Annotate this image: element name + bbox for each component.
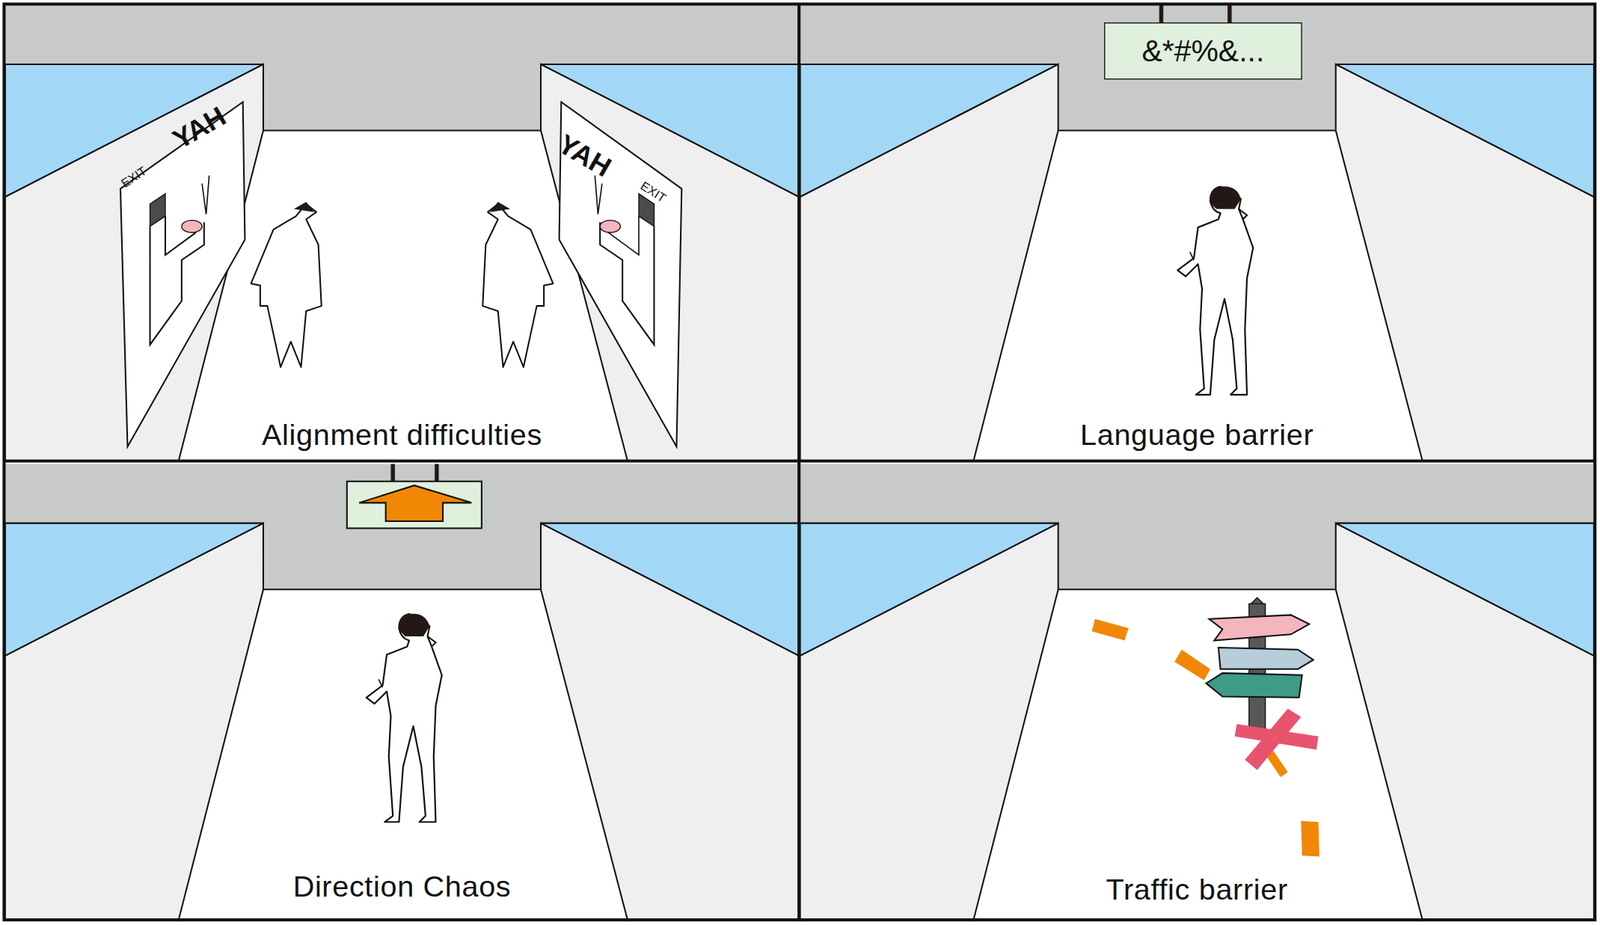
map-note: EXIT — [118, 163, 150, 191]
map-note: EXIT — [638, 178, 669, 206]
map-board: YAH EXIT — [552, 100, 690, 453]
panel-caption: Traffic barrier — [1106, 872, 1289, 907]
map-board: YAH EXIT — [114, 100, 253, 453]
panel-caption: Direction Chaos — [293, 869, 512, 904]
panel-caption: Language barrier — [1080, 417, 1314, 452]
map-heading: YAH — [552, 128, 617, 185]
panel-caption: Alignment difficulties — [261, 417, 543, 452]
map-heading: YAH — [167, 100, 232, 157]
sign-text: &*#%&... — [1141, 33, 1265, 69]
sign-board: &*#%&... — [1104, 22, 1303, 80]
